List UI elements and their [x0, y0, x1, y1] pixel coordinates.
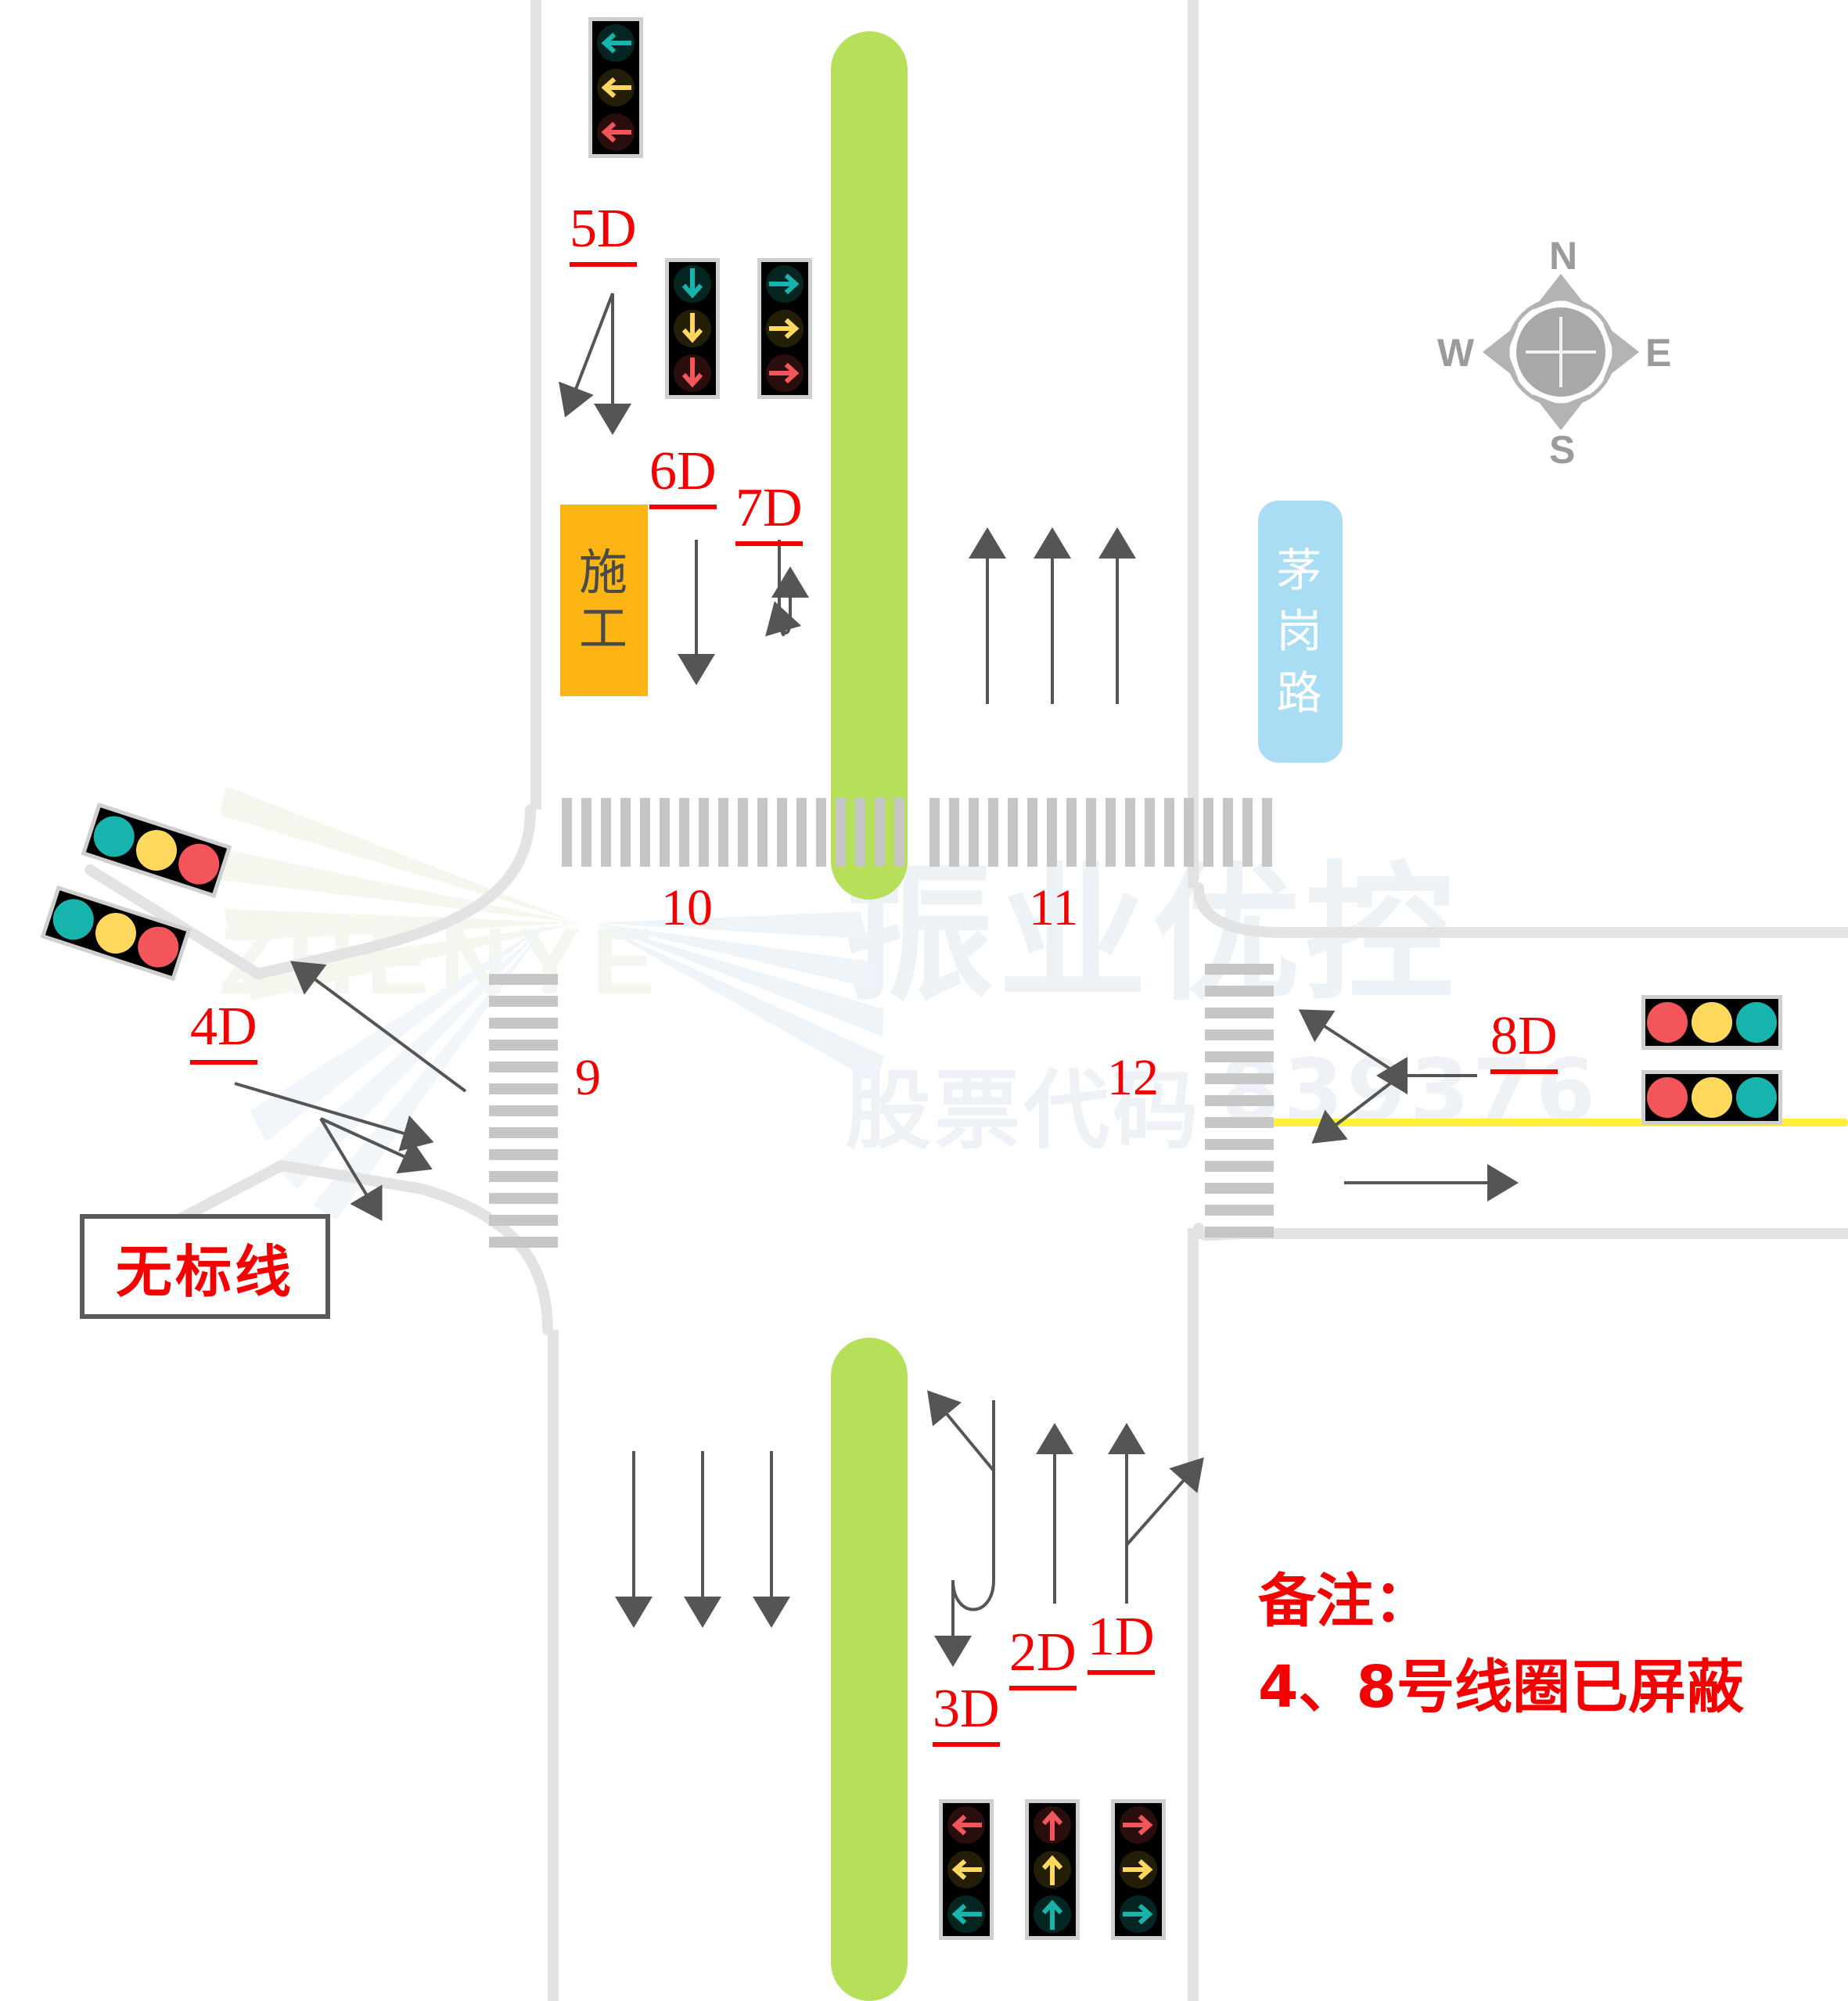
crosswalk-label-10: 10 — [661, 879, 713, 936]
crosswalk-label-11: 11 — [1029, 879, 1079, 936]
north-right-signal[interactable] — [757, 258, 812, 399]
compass-icon — [1483, 274, 1639, 430]
road-edge-south-west — [548, 1330, 559, 2001]
bulb-red-right — [766, 354, 804, 392]
bulb-green-left — [947, 1895, 985, 1933]
construction-char-2: 工 — [578, 599, 629, 657]
bulb-green-up — [1034, 1895, 1071, 1933]
detector-label-4D: 4D — [190, 997, 257, 1065]
bulb-red-solid — [173, 838, 225, 890]
bulb-yellow-right — [766, 309, 804, 347]
south-left-signal[interactable] — [939, 1799, 994, 1940]
south-right-signal[interactable] — [1111, 1799, 1166, 1940]
bulb-yellow-solid — [1691, 1002, 1732, 1043]
center-line-east — [1267, 1119, 1848, 1126]
east-signal-lower[interactable] — [1641, 1070, 1782, 1125]
detector-label-8D: 8D — [1490, 1006, 1558, 1074]
bulb-red-up — [1034, 1806, 1071, 1845]
road-edge-south-east — [1188, 1228, 1199, 2001]
bulb-green-left — [597, 24, 635, 63]
south-through-signal[interactable] — [1025, 1799, 1080, 1940]
road-edge-east-south — [1244, 1228, 1848, 1239]
road-name-char-3: 路 — [1276, 666, 1325, 720]
median-north — [831, 31, 908, 900]
bulb-yellow-left — [947, 1850, 985, 1888]
compass-label-north: N — [1549, 234, 1578, 278]
detector-label-1D: 1D — [1088, 1607, 1155, 1675]
bulb-green-solid — [1735, 1077, 1777, 1118]
crosswalk-9 — [489, 974, 558, 1248]
bulb-green-down — [674, 265, 711, 304]
bulb-yellow-down — [674, 309, 711, 347]
detector-label-7D: 7D — [735, 478, 803, 546]
bulb-red-left — [597, 113, 635, 151]
bulb-red-left — [947, 1806, 985, 1845]
compass-rose: N S W E — [1437, 234, 1678, 472]
crosswalk-12 — [1205, 964, 1274, 1238]
bulb-green-right — [766, 265, 804, 304]
bulb-green-solid — [88, 810, 140, 863]
construction-sign: 施 工 — [560, 505, 648, 696]
no-marking-box: 无标线 — [80, 1214, 330, 1319]
detector-label-3D: 3D — [933, 1679, 1000, 1747]
bulb-yellow-solid — [1691, 1077, 1732, 1118]
no-marking-text: 无标线 — [115, 1238, 294, 1305]
west-signal-upper[interactable] — [81, 802, 232, 899]
crosswalk-11 — [929, 798, 1272, 867]
compass-label-south: S — [1549, 428, 1576, 472]
compass-label-west: W — [1437, 331, 1475, 375]
watermark-logo: ZHENYE — [219, 909, 666, 1014]
bulb-red-right — [1120, 1806, 1157, 1845]
road-name-char-1: 茅 — [1276, 544, 1325, 598]
bulb-yellow-right — [1120, 1850, 1157, 1888]
road-name-char-2: 岗 — [1276, 605, 1325, 659]
north-through-signal[interactable] — [665, 258, 720, 399]
bulb-red-solid — [1647, 1002, 1688, 1043]
road-name-plate: 茅 岗 路 — [1258, 501, 1343, 763]
crosswalk-10 — [562, 798, 904, 867]
detector-label-5D: 5D — [570, 199, 637, 267]
north-left-arrow-signal[interactable] — [588, 17, 643, 158]
crosswalk-label-12: 12 — [1107, 1049, 1159, 1106]
detector-label-2D: 2D — [1009, 1622, 1077, 1690]
note-title: 备注： — [1258, 1568, 1432, 1635]
bulb-yellow-left — [597, 68, 635, 106]
bulb-yellow-solid — [90, 907, 142, 959]
crosswalk-label-9: 9 — [575, 1049, 601, 1106]
bulb-green-solid — [1735, 1002, 1777, 1043]
construction-char-1: 施 — [578, 544, 629, 602]
bulb-red-down — [674, 354, 711, 392]
road-edge-north-east — [1188, 0, 1199, 888]
east-signal-upper[interactable] — [1641, 995, 1782, 1050]
bulb-green-solid — [48, 893, 99, 946]
compass-label-east: E — [1645, 331, 1672, 375]
detector-label-6D: 6D — [649, 441, 717, 509]
median-south — [831, 1338, 908, 2001]
road-edge-east-north — [1275, 927, 1848, 938]
west-signal-lower[interactable] — [40, 885, 192, 982]
bulb-red-solid — [132, 921, 184, 973]
bulb-yellow-solid — [131, 824, 182, 876]
note-body: 4、8号线圈已屏蔽 — [1258, 1654, 1744, 1721]
road-edge-north-west — [530, 0, 541, 810]
bulb-green-right — [1120, 1895, 1157, 1933]
bulb-yellow-up — [1034, 1850, 1071, 1888]
bulb-red-solid — [1647, 1077, 1688, 1118]
